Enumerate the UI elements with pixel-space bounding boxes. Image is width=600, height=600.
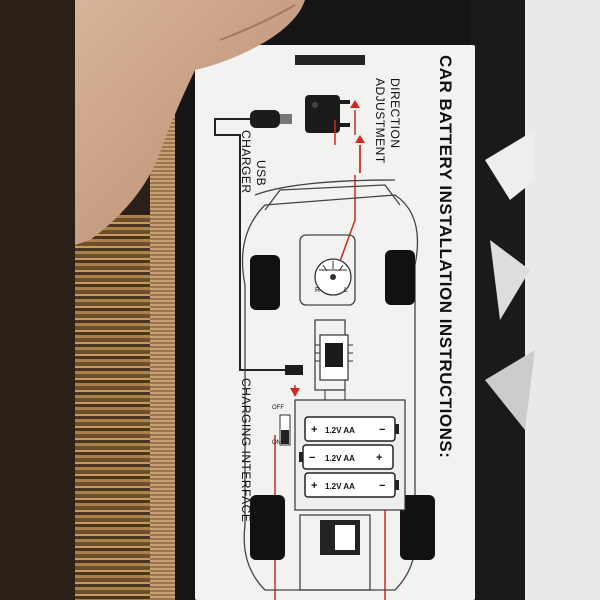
battery-1-left-sign: + (311, 424, 318, 436)
steering-dial-icon (314, 258, 352, 296)
front-right-wheel (385, 250, 415, 305)
battery-3-right-sign: − (379, 480, 386, 492)
direction-label-line2: ADJUSTMENT (373, 78, 387, 164)
power-adapter-icon (305, 95, 350, 133)
battery-2-right-sign: + (376, 452, 383, 464)
switch-off-label: OFF (272, 405, 284, 411)
rear-motor-detail (335, 525, 355, 550)
dial-left-label: L (344, 287, 348, 294)
car-diagram (214, 55, 435, 600)
charging-interface-label: CHARGING INTERFACE (239, 378, 253, 523)
dial-right-label: R (315, 287, 321, 294)
front-left-wheel (250, 255, 280, 310)
battery-cell-1 (304, 416, 399, 442)
hand (75, 0, 305, 245)
switch-on-label: ON (272, 440, 281, 446)
power-switch (279, 414, 291, 446)
battery-3-label: 1.2V AA (325, 482, 355, 491)
battery-1-label: 1.2V AA (325, 426, 355, 435)
direction-label-line1: DIRECTION (388, 78, 402, 149)
box-artwork (485, 130, 535, 430)
usb-cable-icon (214, 110, 303, 375)
battery-2-label: 1.2V AA (325, 454, 355, 463)
instruction-title: CAR BATTERY INSTALLATION INSTRUCTIONS: (436, 55, 455, 459)
usb-label-line1: USB (254, 160, 268, 187)
battery-2-left-sign: − (309, 452, 316, 464)
circuit-board (315, 334, 353, 411)
rear-left-wheel (250, 495, 285, 560)
box-tab (295, 55, 365, 65)
battery-3-left-sign: + (311, 480, 318, 492)
usb-label-line2: CHARGER (239, 130, 253, 194)
rear-right-wheel (400, 495, 435, 560)
battery-1-right-sign: − (379, 424, 386, 436)
box-side-light (525, 0, 600, 600)
battery-cell-3 (304, 472, 399, 498)
battery-cell-2 (299, 444, 394, 470)
